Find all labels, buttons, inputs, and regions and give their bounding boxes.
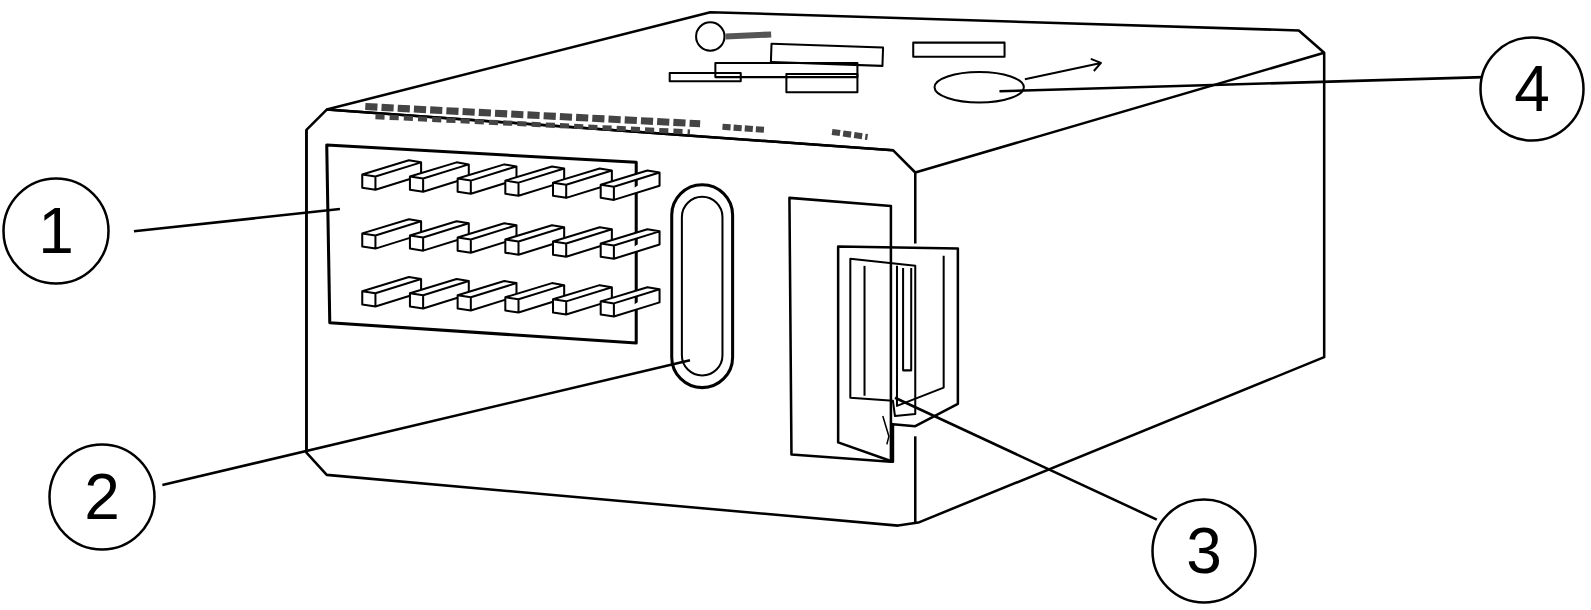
connector-pin — [601, 287, 660, 316]
callout-circle: 2 — [48, 443, 156, 551]
connector-pin — [601, 170, 660, 199]
callout-number: 4 — [1514, 57, 1550, 121]
callout-number: 2 — [84, 465, 120, 529]
callout-number: 1 — [38, 199, 74, 263]
callout-circle: 3 — [1151, 498, 1257, 604]
callout-circle: 4 — [1479, 36, 1585, 142]
connector-pin — [601, 229, 660, 258]
callout-circle: 1 — [2, 177, 110, 285]
callout-number: 3 — [1186, 519, 1222, 583]
